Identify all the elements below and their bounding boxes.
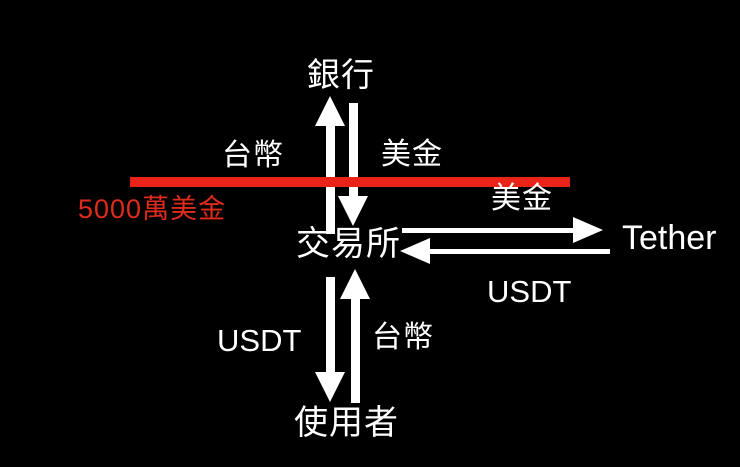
red-limit-line [130,177,570,187]
arrow-right-head-icon [573,217,603,243]
arrow-shaft [351,297,360,403]
node-user: 使用者 [294,404,399,442]
arrow-down-head-icon [315,372,345,402]
node-exchange: 交易所 [296,225,401,263]
limit-annotation: 5000萬美金 [78,194,227,224]
label-user-to-exchange-twd: 台幣 [372,321,434,354]
arrow-down-head-icon [338,196,368,226]
node-tether: Tether [622,219,717,257]
arrow-shaft [402,228,575,233]
label-bank-to-exchange-usd: 美金 [381,138,443,171]
arrow-left-head-icon [400,238,430,264]
arrow-up-head-icon [315,96,345,126]
arrow-shaft [428,249,610,254]
arrow-shaft [349,103,358,198]
label-exchange-to-tether-usd: 美金 [491,182,553,215]
arrow-shaft [326,277,335,374]
node-bank: 銀行 [307,56,375,93]
label-exchange-to-user-usdt: USDT [217,323,302,358]
arrow-up-head-icon [340,269,370,299]
label-tether-to-exchange-usdt: USDT [487,274,572,309]
label-exchange-to-bank-twd: 台幣 [222,139,284,172]
